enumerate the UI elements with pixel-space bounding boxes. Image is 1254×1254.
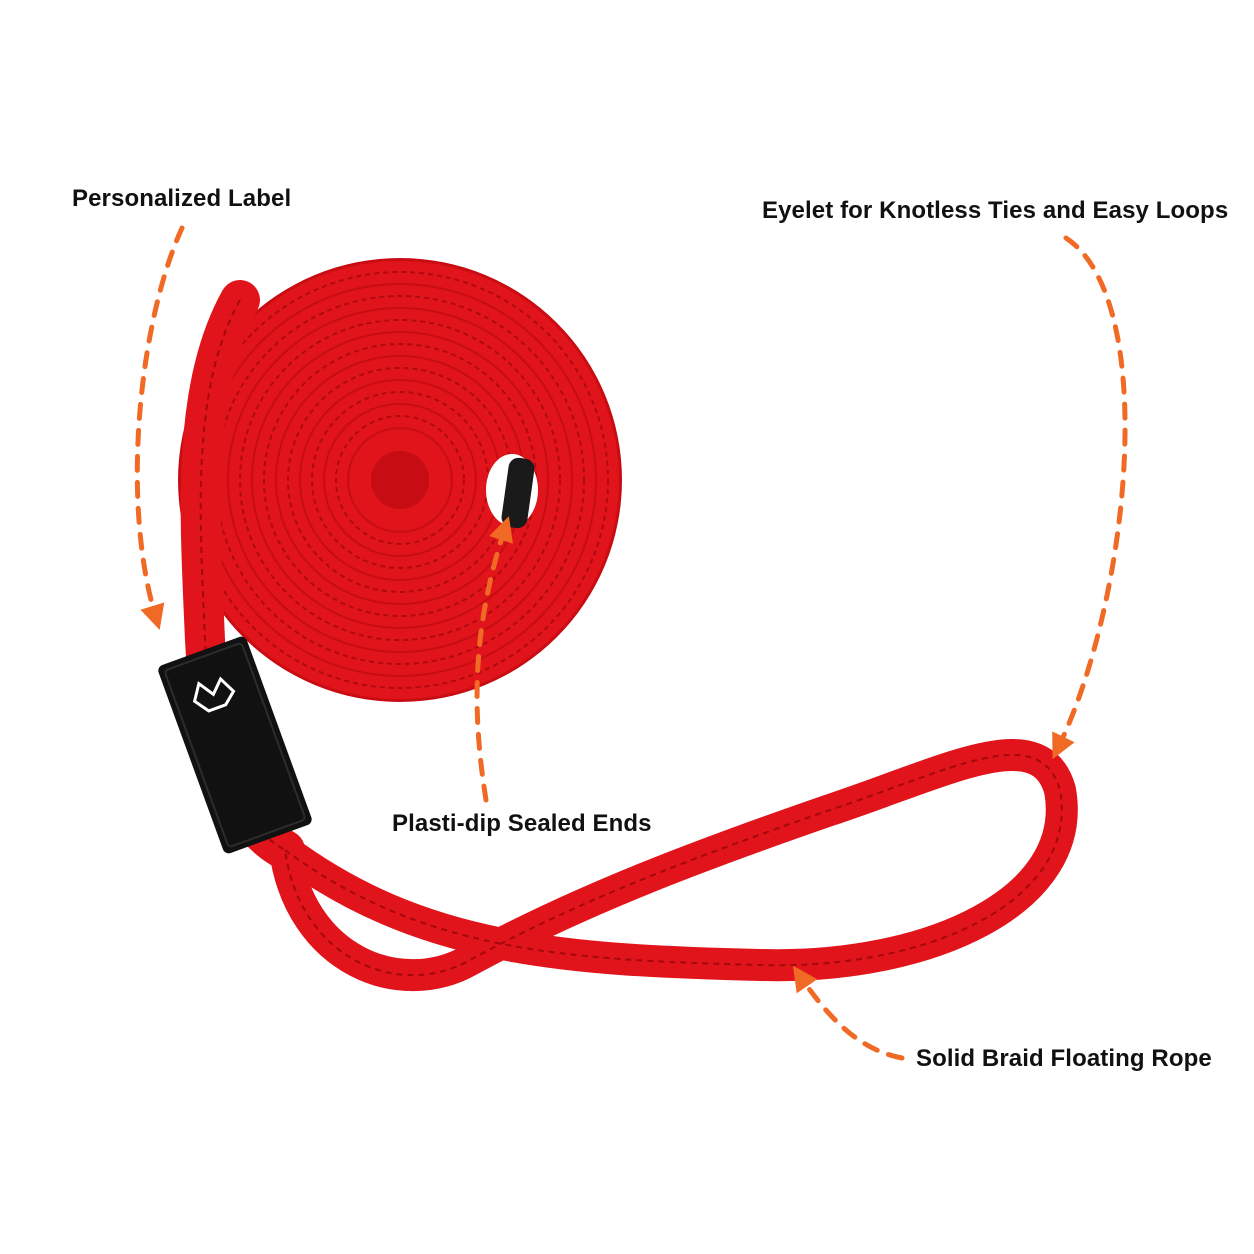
callout-braid: Solid Braid Floating Rope <box>916 1045 1212 1072</box>
callout-arrows <box>134 225 1128 1061</box>
callout-sealed-ends: Plasti-dip Sealed Ends <box>392 810 652 837</box>
eyelet-loop <box>269 739 1078 992</box>
rope-tail-texture <box>199 299 286 851</box>
arrow-eyelet <box>1052 235 1128 760</box>
sealed-end <box>501 457 535 529</box>
callout-personalized-label: Personalized Label <box>72 185 292 212</box>
arrow-personalized-label <box>134 225 185 630</box>
arrow-sealed-ends <box>474 516 514 803</box>
eyelet-loop-texture <box>284 754 1063 977</box>
product-label-tag <box>158 636 312 854</box>
dog-logo-icon <box>192 676 236 713</box>
arrow-braid <box>792 965 905 1061</box>
callout-eyelet: Eyelet for Knotless Ties and Easy Loops <box>762 197 1229 224</box>
rope-coil <box>178 258 622 702</box>
